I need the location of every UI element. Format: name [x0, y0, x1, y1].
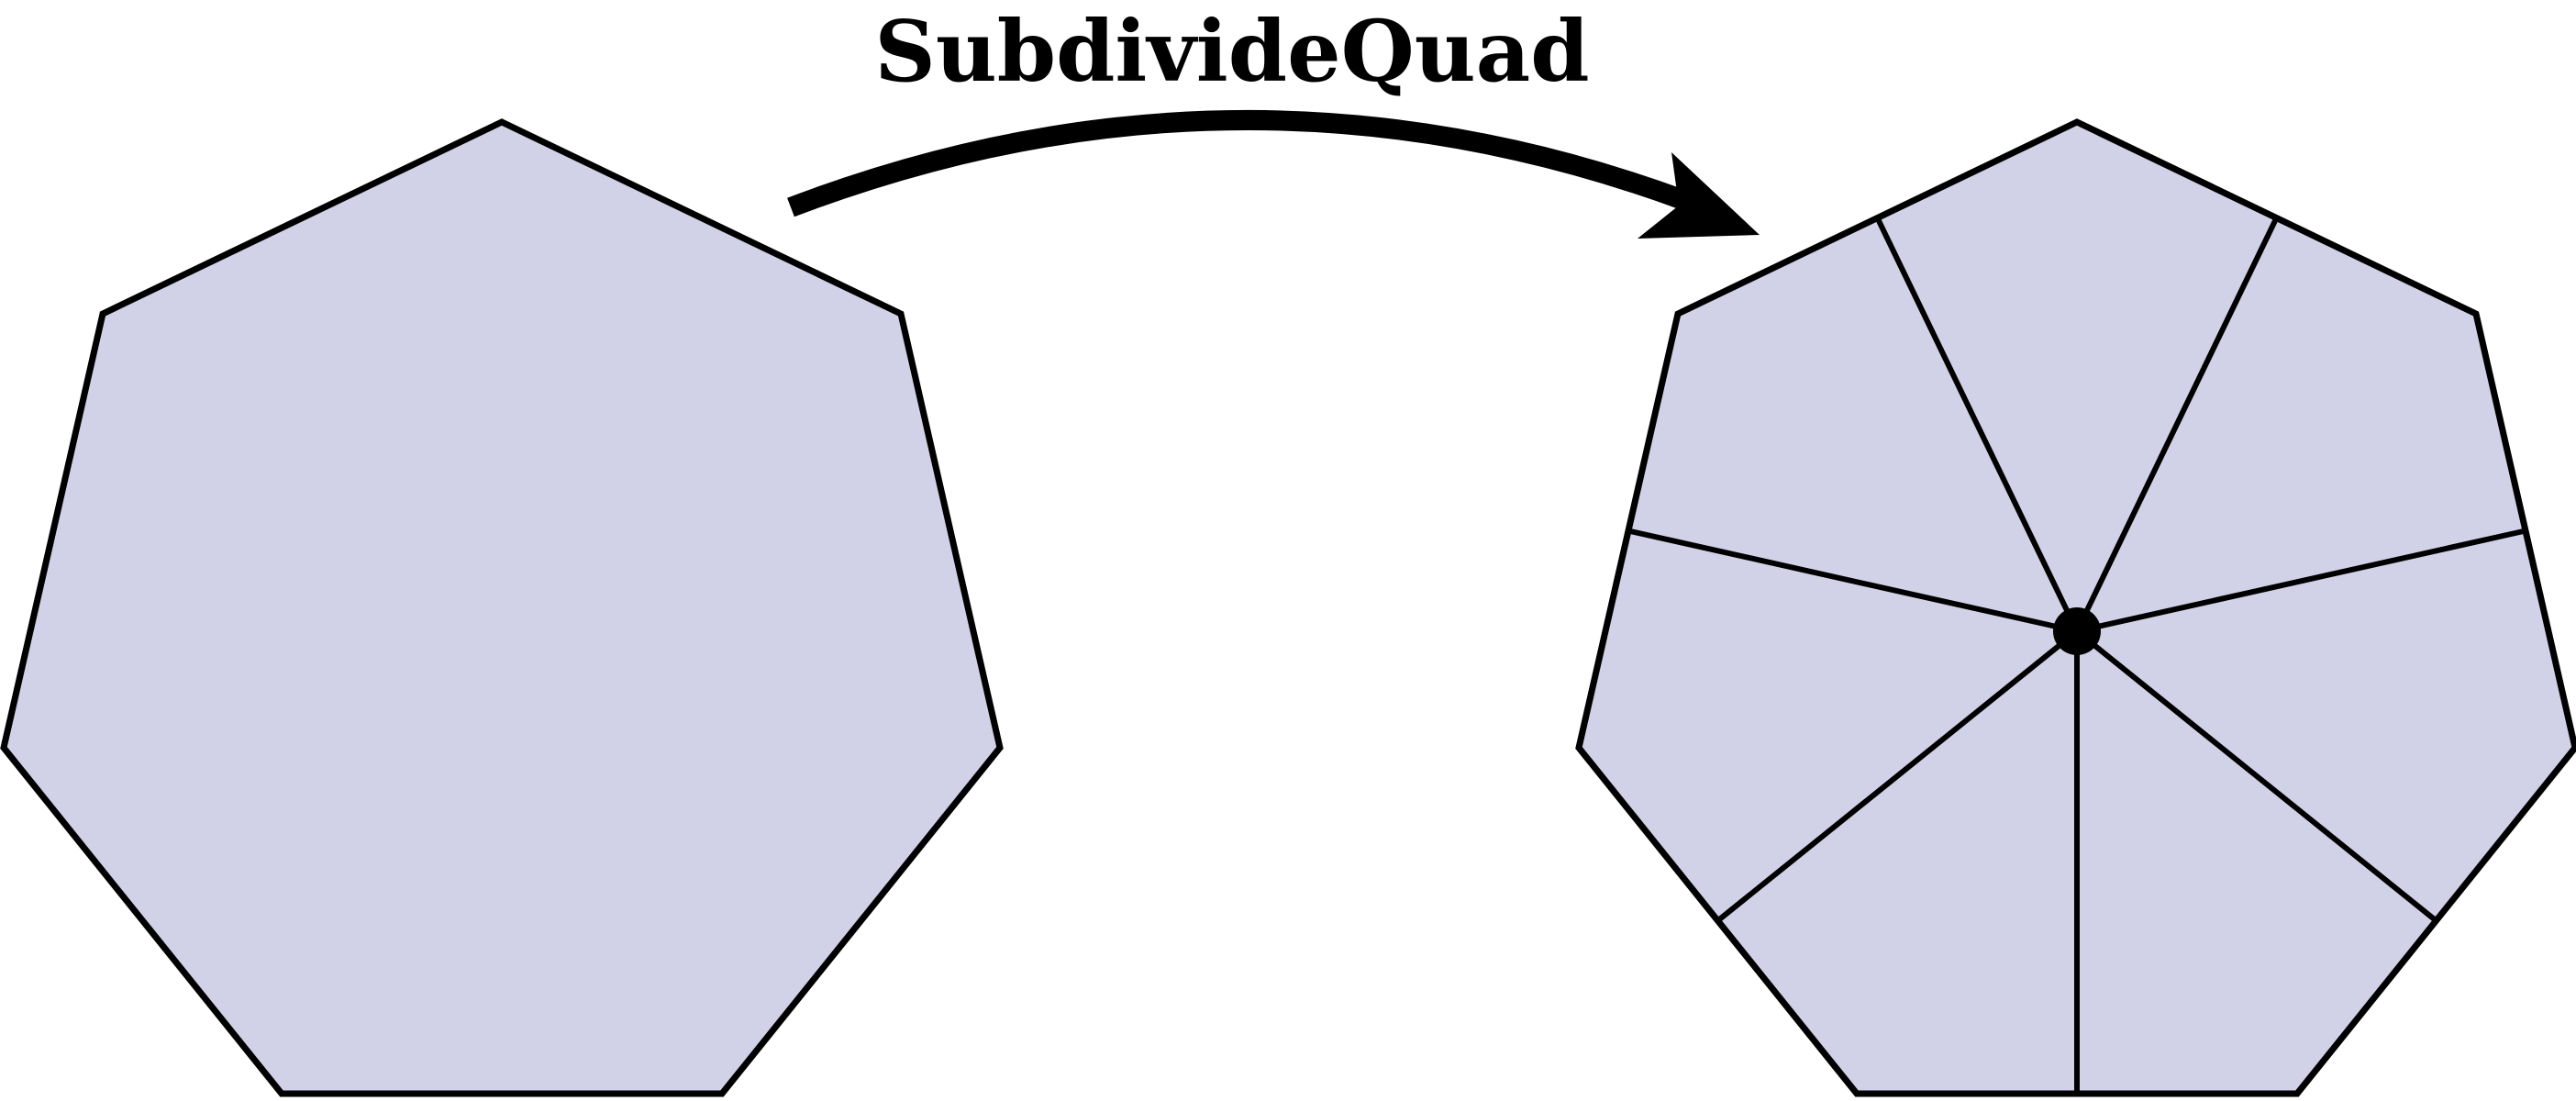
arrow-head — [1638, 152, 1760, 239]
subdivision-spoke — [1874, 217, 2080, 633]
transform-arrow — [787, 110, 1760, 239]
subdivision-spoke — [1627, 528, 2078, 634]
output-subdivided-heptagon — [1575, 118, 2576, 1097]
subdivision-spokes — [1627, 217, 2526, 1094]
subdivision-spoke — [2076, 528, 2526, 634]
center-vertex — [2053, 607, 2101, 655]
arrow-shaft — [787, 110, 1687, 217]
subdivision-spoke — [2075, 628, 2438, 923]
input-heptagon — [0, 118, 1004, 1097]
operation-label: SubdivideQuad — [874, 2, 1589, 101]
subdivision-spoke — [1715, 628, 2079, 923]
subdivision-spoke — [2074, 217, 2280, 633]
